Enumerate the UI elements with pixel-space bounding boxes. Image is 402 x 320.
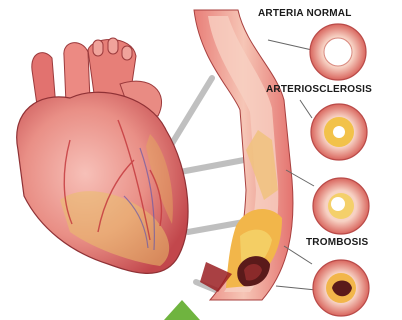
mild-plaque-cross-section-icon bbox=[311, 104, 367, 160]
label-arteriosclerosis: ARTERIOSCLEROSIS bbox=[266, 84, 372, 95]
artery-cutaway bbox=[194, 10, 293, 300]
up-arrow-icon bbox=[164, 300, 200, 320]
heart-illustration bbox=[17, 38, 188, 273]
thrombosis-cross-section-icon bbox=[313, 260, 369, 316]
label-trombosis: TROMBOSIS bbox=[306, 237, 368, 248]
label-arteria-normal: ARTERIA NORMAL bbox=[258, 8, 352, 19]
normal-cross-section-icon bbox=[310, 24, 366, 80]
narrowed-cross-section-icon bbox=[313, 178, 369, 234]
